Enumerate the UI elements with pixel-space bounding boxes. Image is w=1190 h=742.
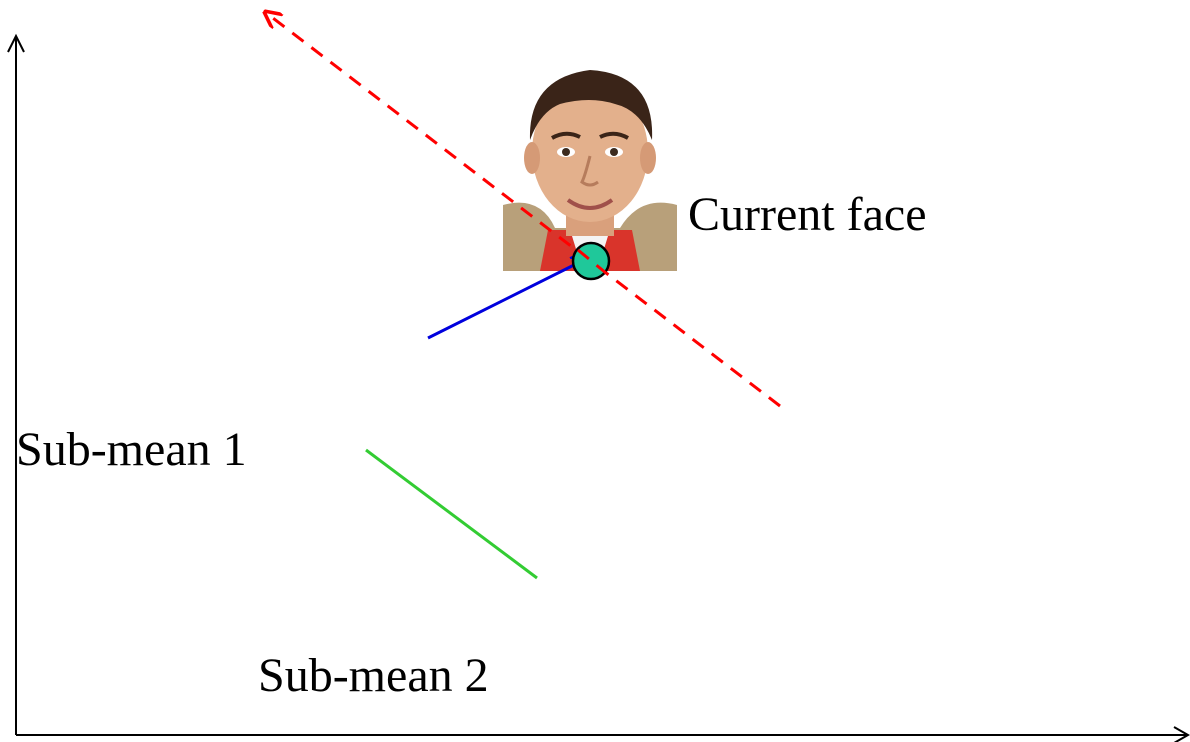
current-face-point — [571, 241, 611, 281]
axes — [7, 33, 1190, 742]
dashed-direction-line — [265, 12, 781, 408]
y-axis-arrowhead — [7, 33, 25, 53]
current-face-label: Current face — [688, 188, 927, 241]
sub-mean-2-label: Sub-mean 2 — [258, 649, 489, 702]
face-photo — [503, 58, 677, 271]
sub-mean-link-line — [365, 448, 538, 580]
dashed-direction-overlay — [577, 248, 607, 275]
sub-mean-1-label: Sub-mean 1 — [16, 426, 247, 472]
arrow-to-current-face — [427, 258, 588, 340]
x-axis-arrowhead — [1173, 726, 1190, 742]
